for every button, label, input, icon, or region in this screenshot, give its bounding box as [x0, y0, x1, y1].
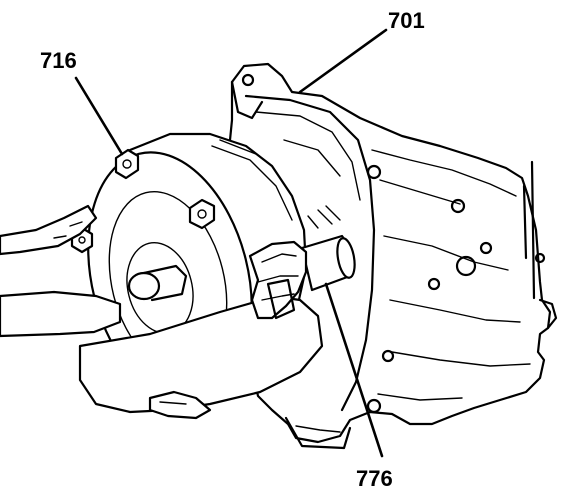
- callout-776: 776: [356, 466, 393, 491]
- callout-716: 716: [40, 48, 77, 73]
- callout-labels: 701 716 776: [40, 8, 425, 491]
- converter-hub-shaft: [300, 205, 356, 292]
- callout-701: 701: [388, 8, 425, 33]
- leader-701: [298, 28, 388, 94]
- technician-hands: [0, 204, 324, 420]
- leader-lines: [74, 28, 388, 458]
- lug-nut: [188, 198, 216, 230]
- leader-716: [74, 76, 124, 156]
- leader-776: [324, 282, 384, 458]
- lug-nut: [114, 148, 140, 180]
